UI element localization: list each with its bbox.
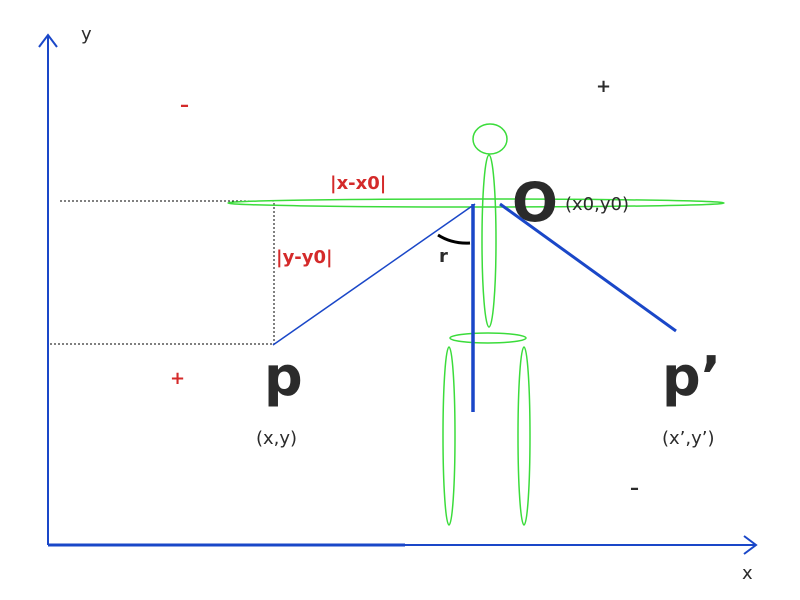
origin-coords: (x0,y0) [565, 194, 629, 215]
dy-label: |y-y0| [276, 247, 333, 268]
vector-o-to-p [272, 203, 476, 346]
y-axis-arrowhead [38, 33, 58, 48]
stick-figure [227, 123, 725, 526]
figure-body [481, 154, 497, 328]
figure-hips [449, 332, 527, 344]
figure-arms [227, 198, 725, 208]
vector-o-to-p-prime [499, 202, 677, 333]
sign-bottom-right: – [630, 478, 639, 499]
angle-label: r [439, 246, 448, 267]
x-axis-label: x [742, 563, 753, 584]
figure-right-leg [517, 346, 531, 526]
y-axis [38, 33, 58, 545]
sign-top-right: + [596, 76, 612, 97]
dx-label: |x-x0| [330, 173, 387, 194]
figure-left-leg [442, 346, 456, 526]
sign-top-left: – [180, 95, 189, 116]
angle-arc [437, 233, 471, 245]
point-p-coords: (x,y) [256, 428, 298, 449]
origin-label: O [512, 171, 558, 234]
vectors [272, 202, 677, 412]
point-p-prime-label: p’ [662, 345, 722, 408]
x-axis [48, 535, 758, 555]
point-p-prime-coords: (x’,y’) [662, 428, 715, 449]
sign-bottom-left: + [170, 368, 186, 389]
figure-head [472, 123, 508, 155]
x-axis-arrowhead [743, 535, 758, 555]
y-axis-label: y [81, 24, 92, 45]
point-p-label: p [264, 345, 303, 408]
